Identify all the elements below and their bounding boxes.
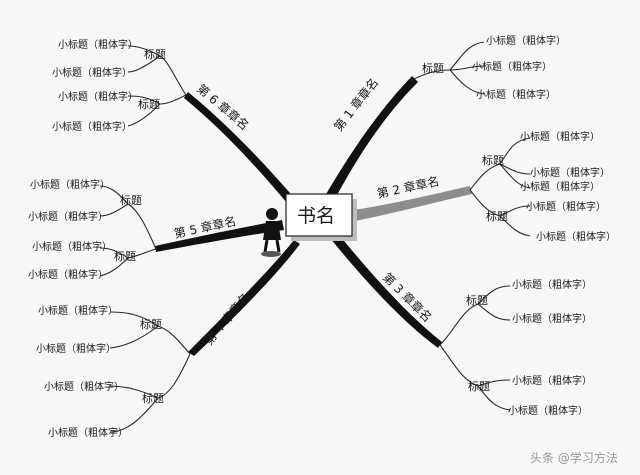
chapter-1-subtopic-2: 小标题（粗体字） <box>472 60 552 73</box>
watermark: 头条 @学习方法 <box>530 450 618 465</box>
branch-chapter-5 <box>155 220 284 252</box>
chapter-4-heading-2: 标题 <box>142 391 164 405</box>
chapter-5-subtopic-1: 小标题（粗体字） <box>30 178 110 191</box>
chapter-2-heading-1: 标题 <box>482 153 504 167</box>
chapter-3-subtopic-4: 小标题（粗体字） <box>508 404 588 417</box>
chapter-4-heading-1: 标题 <box>140 317 162 331</box>
chapter-2-subtopic-4: 小标题（粗体字） <box>526 200 606 213</box>
chapter-5-subtopic-2: 小标题（粗体字） <box>28 210 108 223</box>
chapter-3-heading-2: 标题 <box>468 379 490 393</box>
chapter-5-heading-2: 标题 <box>114 249 136 263</box>
chapter-2-subtopic-3: 小标题（粗体字） <box>520 180 600 193</box>
person-figure-icon <box>254 208 281 257</box>
chapter-1-subtopic-1: 小标题（粗体字） <box>486 34 566 47</box>
book-title: 书名 <box>297 205 335 227</box>
book-node-box <box>285 193 353 237</box>
chapter-4-subtopic-3: 小标题（粗体字） <box>44 380 124 393</box>
chapter-6-heading-2: 标题 <box>138 97 160 111</box>
chapter-2-subtopic-1: 小标题（粗体字） <box>520 130 600 143</box>
chapter-3-subtopic-1: 小标题（粗体字） <box>512 278 592 291</box>
chapter-4-subtopic-4: 小标题（粗体字） <box>48 426 128 439</box>
book-node: 书名 <box>285 193 357 241</box>
branch-chapter-2 <box>340 186 472 224</box>
chapter-2-subtopic-2: 小标题（粗体字） <box>530 166 610 179</box>
chapter-6-subtopic-1: 小标题（粗体字） <box>58 38 138 51</box>
chapter-3-subtopic-3: 小标题（粗体字） <box>512 374 592 387</box>
chapter-4-label: 第 4 章章名 <box>201 290 253 348</box>
chapter-6-subtopic-2: 小标题（粗体字） <box>52 66 132 79</box>
heading-labels: 标题 标题 标题 标题 标题 标题 标题 标题 标题 标题 标题 <box>114 47 508 405</box>
chapter-3-heading-1: 标题 <box>466 293 488 307</box>
chapter-1-heading: 标题 <box>422 61 444 75</box>
chapter-4-subtopic-2: 小标题（粗体字） <box>36 342 116 355</box>
branch-chapter-6 <box>184 92 296 204</box>
branch-chapter-4 <box>188 240 300 356</box>
chapter-2-subtopic-5: 小标题（粗体字） <box>536 230 616 243</box>
chapter-5-heading-1: 标题 <box>120 193 142 207</box>
branch-chapter-1 <box>318 76 418 212</box>
sub-branch-lines <box>99 41 531 433</box>
subtopic-labels: 小标题（粗体字） 小标题（粗体字） 小标题（粗体字） 小标题（粗体字） 小标题（… <box>28 34 616 439</box>
chapter-6-subtopic-3: 小标题（粗体字） <box>58 90 138 103</box>
chapter-6-heading-1: 标题 <box>144 47 166 61</box>
branch-chapter-3 <box>330 236 442 348</box>
chapter-1-subtopic-3: 小标题（粗体字） <box>476 88 556 101</box>
chapter-2-heading-2: 标题 <box>486 209 508 223</box>
main-branches <box>155 76 472 356</box>
chapter-3-subtopic-2: 小标题（粗体字） <box>512 312 592 325</box>
chapter-4-subtopic-1: 小标题（粗体字） <box>38 304 118 317</box>
chapter-5-subtopic-4: 小标题（粗体字） <box>28 268 108 281</box>
chapter-5-subtopic-3: 小标题（粗体字） <box>32 240 112 253</box>
chapter-6-subtopic-4: 小标题（粗体字） <box>52 120 132 133</box>
